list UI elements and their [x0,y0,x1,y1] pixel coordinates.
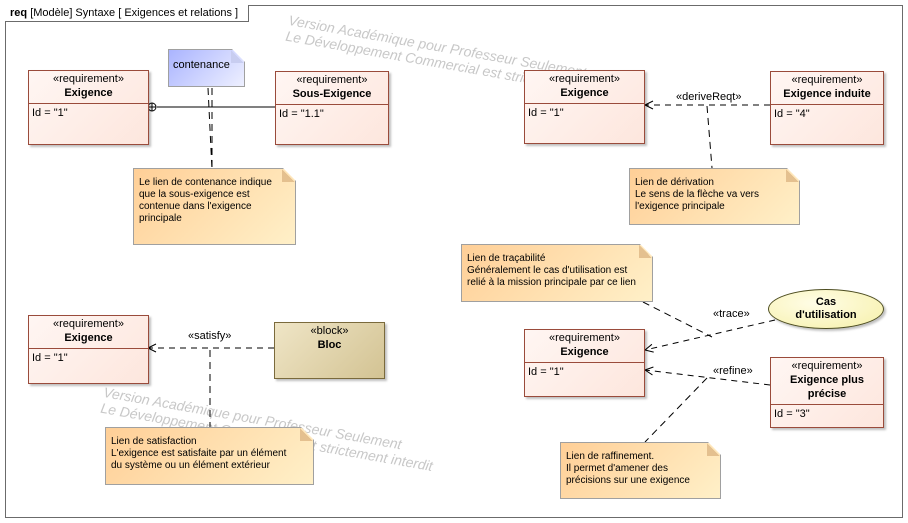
stereotype-label: «requirement» [791,74,863,86]
requirement-name: Exigence [560,346,609,358]
trace-note-anchor [642,301,713,338]
note-line: Lien de dérivation [635,177,714,188]
refine-relation[interactable] [644,366,771,386]
note-line: Il permet d'amener des [566,463,668,474]
requirement-id: Id = "1" [528,107,564,119]
note-line: Le sens de la flèche va vers [635,189,759,200]
note-line: l'exigence principale [635,201,725,212]
requirement-name: Exigence [560,87,609,99]
usecase-name-line-2: d'utilisation [795,309,857,321]
satisfy-relation-label: «satisfy» [188,330,232,342]
requirement-exigence-derive[interactable]: «requirement» Exigence Id = "1" [524,70,645,144]
stereotype-label: «requirement» [53,318,124,330]
block-bloc[interactable]: «block» Bloc [274,322,385,379]
requirement-exigence-satisfy[interactable]: «requirement» Exigence Id = "1" [28,315,149,384]
requirement-id: Id = "1" [32,352,68,364]
note-line: précisions sur une exigence [566,475,690,486]
requirement-id: Id = "4" [774,108,810,120]
note-line: que la sous-exigence est [139,189,250,200]
stereotype-label: «requirement» [549,332,620,344]
note-line: contenue dans l'exigence [139,201,252,212]
refine-relation-label: «refine» [713,365,753,377]
stereotype-label: «requirement» [53,73,124,85]
trace-relation[interactable] [644,319,776,353]
requirement-name-line-2: précise [807,388,847,400]
note-derivation[interactable]: Lien de dérivation Le sens de la flèche … [629,168,800,225]
requirement-name: Exigence [64,332,113,344]
requirement-id: Id = "3" [774,408,810,420]
requirement-name: Exigence [64,87,113,99]
note-line: Lien de traçabilité [467,253,546,264]
diagram-title: [Modèle] Syntaxe [ Exigences et relation… [30,7,239,19]
diagram-frame [5,5,903,518]
requirement-sous-exigence[interactable]: «requirement» Sous-Exigence Id = "1.1" [275,71,389,145]
requirement-exigence-contenance[interactable]: «requirement» Exigence Id = "1" [28,70,149,145]
note-line: principale [139,213,182,224]
requirement-exigence-trace[interactable]: «requirement» Exigence Id = "1" [524,329,645,397]
requirement-id: Id = "1" [528,366,564,378]
stereotype-label: «block» [310,325,349,337]
note-line: du système ou un élément extérieur [111,460,270,471]
diagram-frame-header: req [Modèle] Syntaxe [ Exigences et rela… [5,5,250,22]
derive-note-anchor [706,105,713,169]
note-contenance-tag[interactable]: contenance [168,49,245,87]
requirement-exigence-induite[interactable]: «requirement» Exigence induite Id = "4" [770,71,884,145]
block-name: Bloc [317,339,342,351]
note-line: L'exigence est satisfaite par un élément [111,448,287,459]
note-line: Le lien de contenance indique [139,177,272,188]
requirement-id: Id = "1.1" [279,108,324,120]
contenance-tag-anchor [207,87,213,171]
stereotype-label: «requirement» [296,74,368,86]
usecase-name-line-1: Cas [815,296,837,308]
note-tracabilite[interactable]: Lien de traçabilité Généralement le cas … [461,244,653,302]
note-satisfaction[interactable]: Lien de satisfaction L'exigence est sati… [105,427,314,485]
trace-relation-label: «trace» [713,308,750,320]
note-line: Lien de satisfaction [111,436,197,447]
stereotype-label: «requirement» [549,73,620,85]
derive-relation-label: «deriveReqt» [676,91,742,103]
requirement-name: Sous-Exigence [292,88,372,100]
usecase-cas-utilisation[interactable]: Cas d'utilisation [768,289,884,329]
requirement-id: Id = "1" [32,107,68,119]
refine-note-anchor [644,377,708,443]
stereotype-label: «requirement» [791,360,863,372]
note-contenance[interactable]: Le lien de contenance indique que la sou… [133,168,296,245]
requirement-name: Exigence induite [783,88,871,100]
note-line: Lien de raffinement. [566,451,655,462]
note-line: Généralement le cas d'utilisation est [467,265,628,276]
requirement-name-line-1: Exigence plus [790,374,864,386]
note-line: relié à la mission principale par ce lie… [467,277,636,288]
requirement-exigence-plus-precise[interactable]: «requirement» Exigence plus précise Id =… [770,357,884,428]
note-text: contenance [173,59,230,71]
note-raffinement[interactable]: Lien de raffinement. Il permet d'amener … [560,442,721,499]
diagram-kind-label: req [10,7,28,19]
